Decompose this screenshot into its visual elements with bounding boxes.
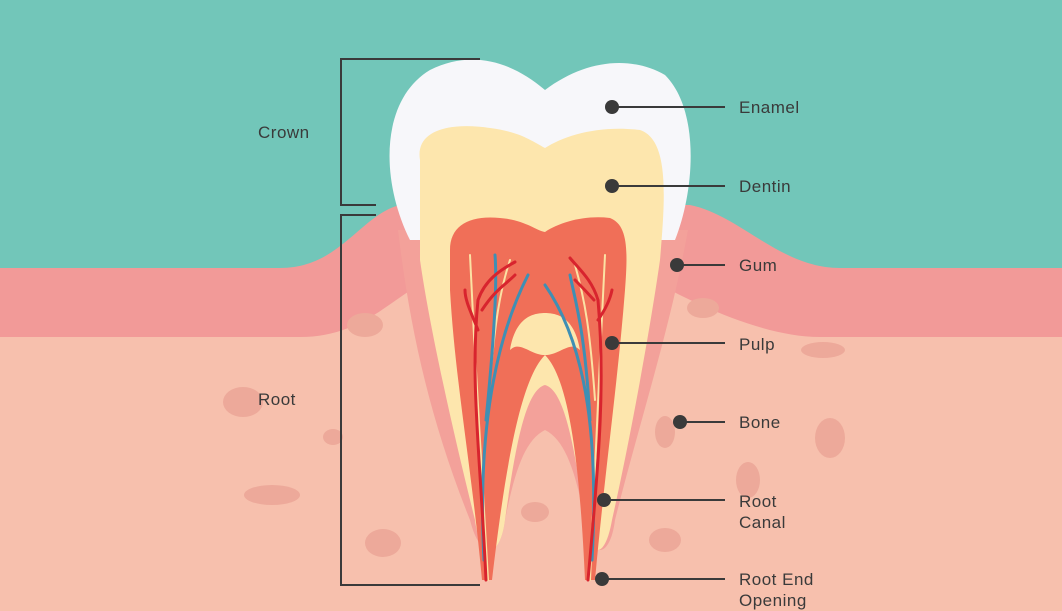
vessels xyxy=(463,253,614,582)
root-end-line2: Opening xyxy=(739,591,807,610)
dentin-inner xyxy=(510,313,580,355)
label-dots xyxy=(595,100,687,586)
root-canal-label: Root Canal xyxy=(739,491,786,533)
bone-specks xyxy=(223,298,845,557)
bone xyxy=(0,285,1062,600)
crown-label: Crown xyxy=(258,123,310,142)
root-end-opening-label: Root End Opening xyxy=(739,569,814,611)
brackets xyxy=(340,58,480,586)
pulp-label: Pulp xyxy=(739,335,776,354)
root-label: Root xyxy=(258,390,296,409)
gum-label: Gum xyxy=(739,256,778,275)
dentin-label: Dentin xyxy=(739,177,792,196)
leader-lines xyxy=(602,106,725,580)
root-end-line1: Root End xyxy=(739,570,814,589)
root-canal-line1: Root xyxy=(739,492,777,511)
enamel-label: Enamel xyxy=(739,98,800,117)
bone-label: Bone xyxy=(739,413,781,432)
root-canal-line2: Canal xyxy=(739,513,786,532)
